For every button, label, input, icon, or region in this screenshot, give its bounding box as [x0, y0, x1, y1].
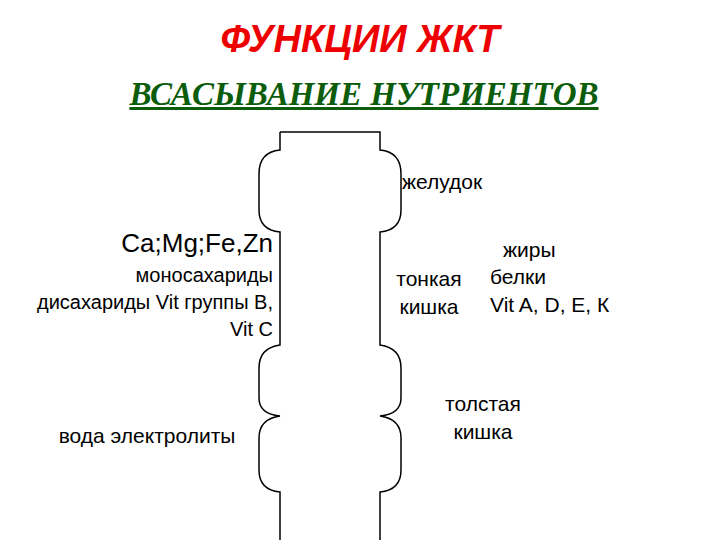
page-title: ФУНКЦИИ ЖКТ [0, 18, 720, 61]
nutrient-label: белки [490, 265, 546, 289]
mineral-list: Ca;Mg;Fe,Zn [40, 228, 273, 259]
vitamin-list: Vit A, D, E, К [490, 293, 609, 317]
nutrient-label: жиры [503, 238, 556, 262]
organ-label: толстая кишка [418, 390, 548, 446]
organ-label: желудок [402, 170, 482, 194]
gi-tube [259, 132, 401, 540]
absorption-label: вода электролиты [52, 422, 242, 450]
subtitle: ВСАСЫВАНИЕ НУТРИЕНТОВ [4, 76, 720, 113]
organ-label: тонкая кишка [388, 265, 470, 321]
nutrient-list: моносахариды дисахариды Vit группы B, Vi… [20, 262, 273, 343]
